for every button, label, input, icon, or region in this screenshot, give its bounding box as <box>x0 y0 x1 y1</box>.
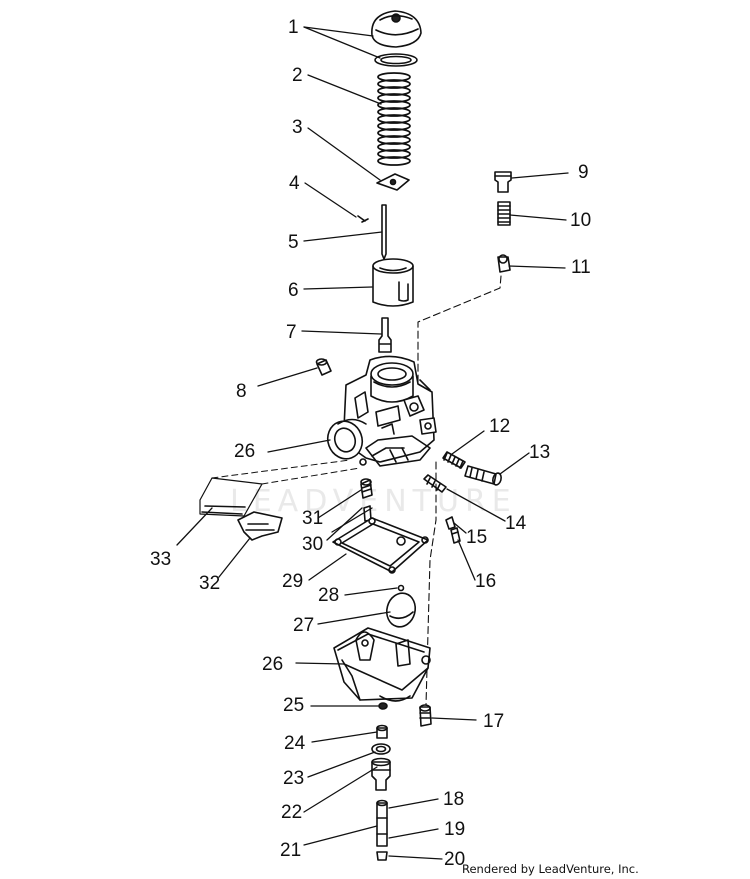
callout-24: 24 <box>284 733 306 754</box>
callout-8: 8 <box>236 381 247 402</box>
part-ring-15 <box>445 516 456 530</box>
part-holder-22 <box>371 757 391 791</box>
part-plug <box>315 358 332 376</box>
callout-5: 5 <box>288 232 299 253</box>
callout-2: 2 <box>292 65 303 86</box>
leader-lines <box>176 26 569 860</box>
part-screw-11 <box>497 254 511 273</box>
callout-6: 6 <box>288 280 299 301</box>
callout-10: 10 <box>570 210 592 231</box>
part-jet-16 <box>450 527 461 544</box>
part-ring-23 <box>371 743 391 755</box>
part-holder <box>378 317 392 353</box>
part-screw-17 <box>419 704 432 727</box>
callout-9: 9 <box>578 162 589 183</box>
part-fitting-9 <box>494 171 512 193</box>
callout-23: 23 <box>283 768 305 789</box>
callout-26-lower: 26 <box>262 654 284 675</box>
credit-text: Rendered by LeadVenture, Inc. <box>462 862 639 876</box>
callout-7: 7 <box>286 322 297 343</box>
callout-16: 16 <box>475 571 497 592</box>
part-slide <box>372 258 414 307</box>
callout-32: 32 <box>199 573 221 594</box>
callout-15: 15 <box>466 527 488 548</box>
callout-26-upper: 26 <box>234 441 256 462</box>
callout-4: 4 <box>289 173 300 194</box>
part-gauge-32 <box>237 511 283 541</box>
callout-31: 31 <box>302 508 324 529</box>
part-needle <box>381 204 387 260</box>
part-plate <box>376 173 410 191</box>
callout-27: 27 <box>293 615 315 636</box>
callout-12: 12 <box>489 416 511 437</box>
callout-18: 18 <box>443 789 465 810</box>
callout-28: 28 <box>318 585 340 606</box>
callout-25: 25 <box>283 695 305 716</box>
part-spring-12 <box>442 451 466 469</box>
part-float-27 <box>385 592 417 628</box>
part-clip <box>357 215 369 223</box>
callout-3: 3 <box>292 117 303 138</box>
callout-22: 22 <box>281 802 303 823</box>
part-spring <box>377 72 411 166</box>
part-jet-31 <box>360 478 373 499</box>
callout-13: 13 <box>529 442 551 463</box>
part-spring-10 <box>497 201 511 226</box>
callout-21: 21 <box>280 840 302 861</box>
callout-11: 11 <box>571 257 591 278</box>
part-pin-28 <box>397 584 405 592</box>
part-jet-24 <box>376 724 388 739</box>
part-float-bowl <box>333 627 431 702</box>
callout-1: 1 <box>288 17 299 38</box>
callout-20: 20 <box>444 849 466 870</box>
part-jet-20 <box>376 851 388 861</box>
callout-19: 19 <box>444 819 466 840</box>
callout-14: 14 <box>505 513 527 534</box>
part-gasket-29 <box>332 517 429 574</box>
part-tube-21 <box>376 799 388 847</box>
part-screw-14 <box>423 474 447 493</box>
callout-30: 30 <box>302 534 324 555</box>
part-screw-13 <box>464 465 502 486</box>
callout-17: 17 <box>483 711 505 732</box>
callout-29: 29 <box>282 571 304 592</box>
part-carburetor-body <box>326 355 437 467</box>
part-cap <box>371 10 422 67</box>
part-washer-25 <box>378 702 388 710</box>
callout-33: 33 <box>150 549 172 570</box>
